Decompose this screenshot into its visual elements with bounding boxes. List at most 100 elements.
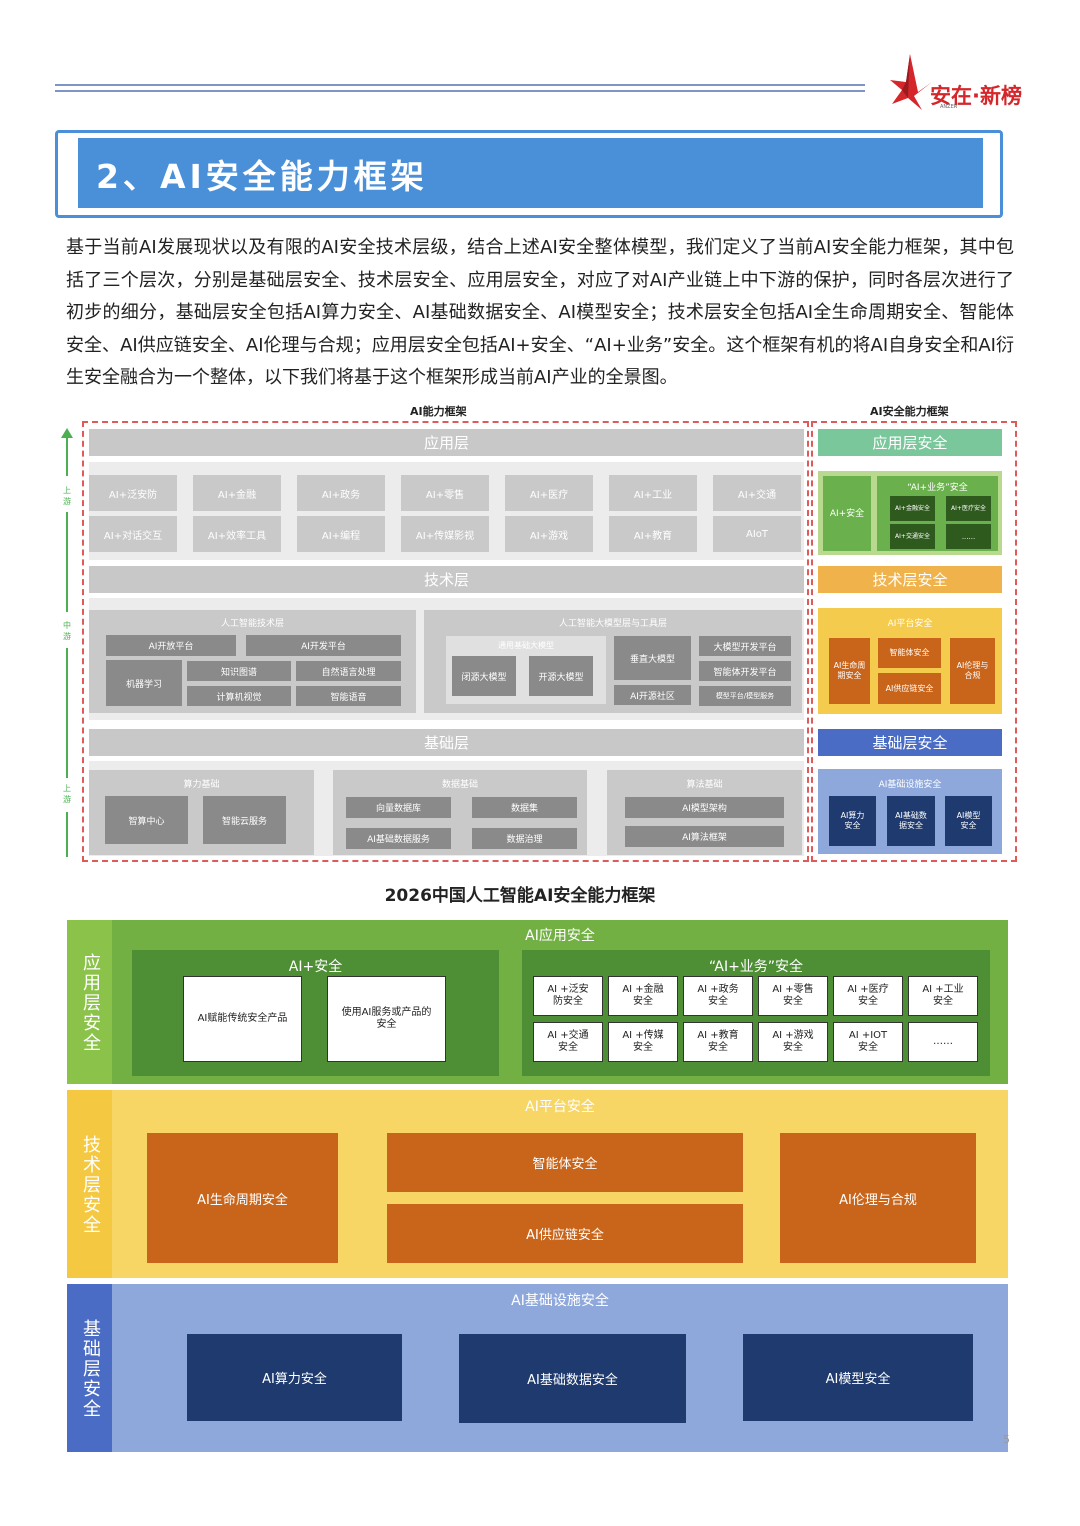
sec-biz-item: AI+金融安全 bbox=[890, 496, 935, 521]
fig2-ai-sec-title: AI+安全 bbox=[288, 959, 343, 975]
app-layer-bar: 应用层 bbox=[89, 429, 804, 456]
tech-ml: 机器学习 bbox=[106, 660, 182, 706]
fig2-biz-item: AI +教育安全 bbox=[683, 1022, 753, 1062]
app-item: AI+教育 bbox=[609, 516, 697, 552]
data-item: AI基础数据服务 bbox=[346, 828, 451, 849]
fig2-biz-title: “AI+业务”安全 bbox=[708, 959, 804, 975]
fig2-biz-item: AI +传媒安全 bbox=[608, 1022, 678, 1062]
sec-tech-bar: 技术层安全 bbox=[818, 566, 1002, 593]
app-item: AI+零售 bbox=[401, 475, 489, 511]
app-item: AI+泛安防 bbox=[89, 475, 177, 511]
fig2-base-header: AI基础设施安全 bbox=[511, 1293, 609, 1309]
algo-item: AI模型架构 bbox=[625, 797, 784, 818]
side-arrow-line bbox=[66, 812, 68, 857]
title-banner bbox=[78, 138, 983, 208]
fig2-app-side-label: 应用层安全 bbox=[80, 952, 101, 1053]
sec-base-item: AI模型安全 bbox=[945, 796, 992, 846]
app-item: AI+传媒影视 bbox=[401, 516, 489, 552]
vertical-model: 垂直大模型 bbox=[614, 636, 691, 680]
sec-lifecycle: AI生命周期安全 bbox=[829, 638, 870, 704]
sec-biz-item: AI+交通安全 bbox=[890, 524, 935, 549]
sec-biz-title: “AI+业务”安全 bbox=[907, 482, 968, 493]
data-item: 数据治理 bbox=[472, 828, 577, 849]
fig2-base-side: 基础层安全 bbox=[70, 1290, 110, 1448]
fig2-biz-item: AI +泛安防安全 bbox=[533, 976, 603, 1016]
base-layer-bar: 基础层 bbox=[89, 729, 804, 756]
fig2-biz-item: AI +零售安全 bbox=[758, 976, 828, 1016]
side-label-3: 上游 bbox=[63, 784, 71, 804]
app-item: AI+效率工具 bbox=[193, 516, 281, 552]
fig2-biz-item: AI +IOT安全 bbox=[833, 1022, 903, 1062]
tech-dev-platform: AI开发平台 bbox=[246, 635, 401, 656]
side-arrow-up-icon bbox=[61, 428, 73, 438]
fig2-tech-side: 技术层安全 bbox=[70, 1095, 110, 1275]
fig2-biz-item: AI +工业安全 bbox=[908, 976, 978, 1016]
title-banner-frame bbox=[55, 130, 1003, 218]
fig2-base-item: AI算力安全 bbox=[187, 1334, 402, 1421]
sec-infra-title: AI基础设施安全 bbox=[878, 779, 942, 790]
fig2-agent: 智能体安全 bbox=[387, 1133, 743, 1192]
data-item: 数据集 bbox=[472, 797, 577, 818]
header-rule-bottom bbox=[55, 90, 865, 92]
open-model: 开源大模型 bbox=[529, 656, 593, 696]
algo-title: 算法基础 bbox=[686, 779, 723, 790]
app-item: AI+工业 bbox=[609, 475, 697, 511]
ai-security-frame bbox=[811, 421, 1017, 862]
agent-dev-platform: 智能体开发平台 bbox=[699, 661, 791, 681]
fig2-ethics: AI伦理与合规 bbox=[780, 1133, 976, 1263]
fig2-ai-sec-item: AI赋能传统安全产品 bbox=[183, 976, 302, 1062]
fig2-app-side: 应用层安全 bbox=[70, 925, 110, 1080]
fig1-left-title: AI能力框架 bbox=[410, 405, 467, 418]
sec-base-bar: 基础层安全 bbox=[818, 729, 1002, 756]
side-arrow-line bbox=[66, 512, 68, 612]
fig2-biz-item: AI +游戏安全 bbox=[758, 1022, 828, 1062]
closed-model: 闭源大模型 bbox=[452, 656, 516, 696]
fig2-tech-header: AI平台安全 bbox=[525, 1099, 595, 1115]
sec-base-item: AI基础数据安全 bbox=[887, 796, 935, 846]
header-rule-top bbox=[55, 84, 865, 86]
fig2-supply: AI供应链安全 bbox=[387, 1204, 743, 1263]
ai-capability-frame bbox=[82, 421, 809, 862]
logo-text: 安在·新榜 bbox=[930, 84, 1022, 108]
app-item: AI+编程 bbox=[297, 516, 385, 552]
compute-title: 算力基础 bbox=[183, 779, 220, 790]
fig1-right-title: AI安全能力框架 bbox=[870, 405, 949, 418]
sec-supply: AI供应链安全 bbox=[878, 673, 941, 704]
fig2-biz-item: AI +交通安全 bbox=[533, 1022, 603, 1062]
fig2-biz-item: AI +政务安全 bbox=[683, 976, 753, 1016]
llm-dev-platform: 大模型开发平台 bbox=[699, 636, 791, 656]
fig2-biz-item: AI +医疗安全 bbox=[833, 976, 903, 1016]
fig2-base-side-label: 基础层安全 bbox=[80, 1319, 101, 1419]
compute-item: 智能云服务 bbox=[203, 796, 286, 844]
sec-ethics: AI伦理与合规 bbox=[950, 638, 995, 704]
fig2-biz-item: AI +金融安全 bbox=[608, 976, 678, 1016]
sec-agent: 智能体安全 bbox=[878, 638, 941, 668]
side-arrow-line bbox=[66, 436, 68, 476]
page-number: 5 bbox=[1003, 1433, 1010, 1446]
anzer-logo: 安在·新榜 ANZER bbox=[888, 52, 1058, 112]
app-item: AI+游戏 bbox=[505, 516, 593, 552]
tech-cv: 计算机视觉 bbox=[187, 686, 291, 706]
fig2-ai-sec-item: 使用AI服务或产品的安全 bbox=[327, 976, 446, 1062]
app-item: AI+医疗 bbox=[505, 475, 593, 511]
sec-biz-item: AI+医疗安全 bbox=[946, 496, 991, 521]
tech-voice: 智能语音 bbox=[296, 686, 401, 706]
sec-app-bar: 应用层安全 bbox=[818, 429, 1002, 456]
sec-biz-item: ...... bbox=[946, 524, 991, 549]
fig2-title: 2026中国人工智能AI安全能力框架 bbox=[384, 885, 656, 906]
section-title: 2、AI安全能力框架 bbox=[96, 157, 428, 196]
compute-item: 智算中心 bbox=[105, 796, 188, 844]
fig2-app-header: AI应用安全 bbox=[525, 928, 595, 944]
tech-nlp: 自然语言处理 bbox=[296, 661, 401, 681]
tech-kg: 知识图谱 bbox=[187, 661, 291, 681]
app-item: AI+对话交互 bbox=[89, 516, 177, 552]
tech-left-title: 人工智能技术层 bbox=[220, 618, 284, 629]
star-logo-icon bbox=[890, 54, 932, 110]
tech-layer-bar: 技术层 bbox=[89, 566, 804, 593]
fig2-tech-side-label: 技术层安全 bbox=[80, 1135, 101, 1235]
fig2-base-item: AI基础数据安全 bbox=[459, 1334, 686, 1423]
fig2-lifecycle: AI生命周期安全 bbox=[147, 1133, 338, 1263]
side-arrow-line bbox=[66, 648, 68, 778]
side-label-2: 中游 bbox=[63, 621, 71, 641]
data-item: 向量数据库 bbox=[346, 797, 451, 818]
